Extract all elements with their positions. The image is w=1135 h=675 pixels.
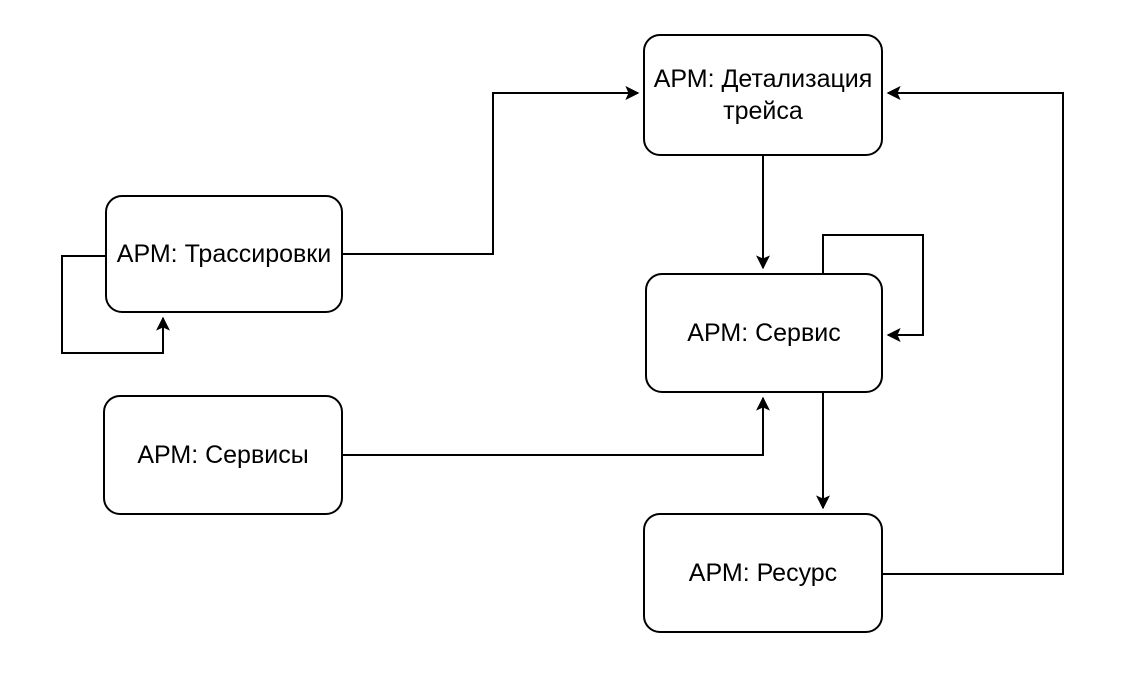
node-label: АРМ: Сервис (687, 319, 841, 347)
node-label: АРМ: Трассировки (116, 240, 332, 268)
node-traces: АРМ: Трассировки (105, 195, 343, 313)
node-label: АРМ: Сервисы (137, 441, 309, 469)
edge-traces-self-loop (61, 255, 170, 354)
node-service: АРМ: Сервис (645, 273, 883, 393)
edge-traces-to-trace-detail (342, 86, 640, 255)
edge-resource-to-trace-detail (883, 86, 1064, 575)
node-trace-detail: АРМ: Детализация трейса (643, 34, 883, 156)
node-resource: АРМ: Ресурс (643, 513, 883, 633)
edge-services-to-service (342, 396, 770, 456)
node-label: АРМ: Ресурс (688, 559, 838, 587)
node-services: АРМ: Сервисы (103, 395, 343, 515)
edge-service-self-loop (822, 234, 924, 342)
node-label: АРМ: Детализация трейса (653, 65, 873, 125)
